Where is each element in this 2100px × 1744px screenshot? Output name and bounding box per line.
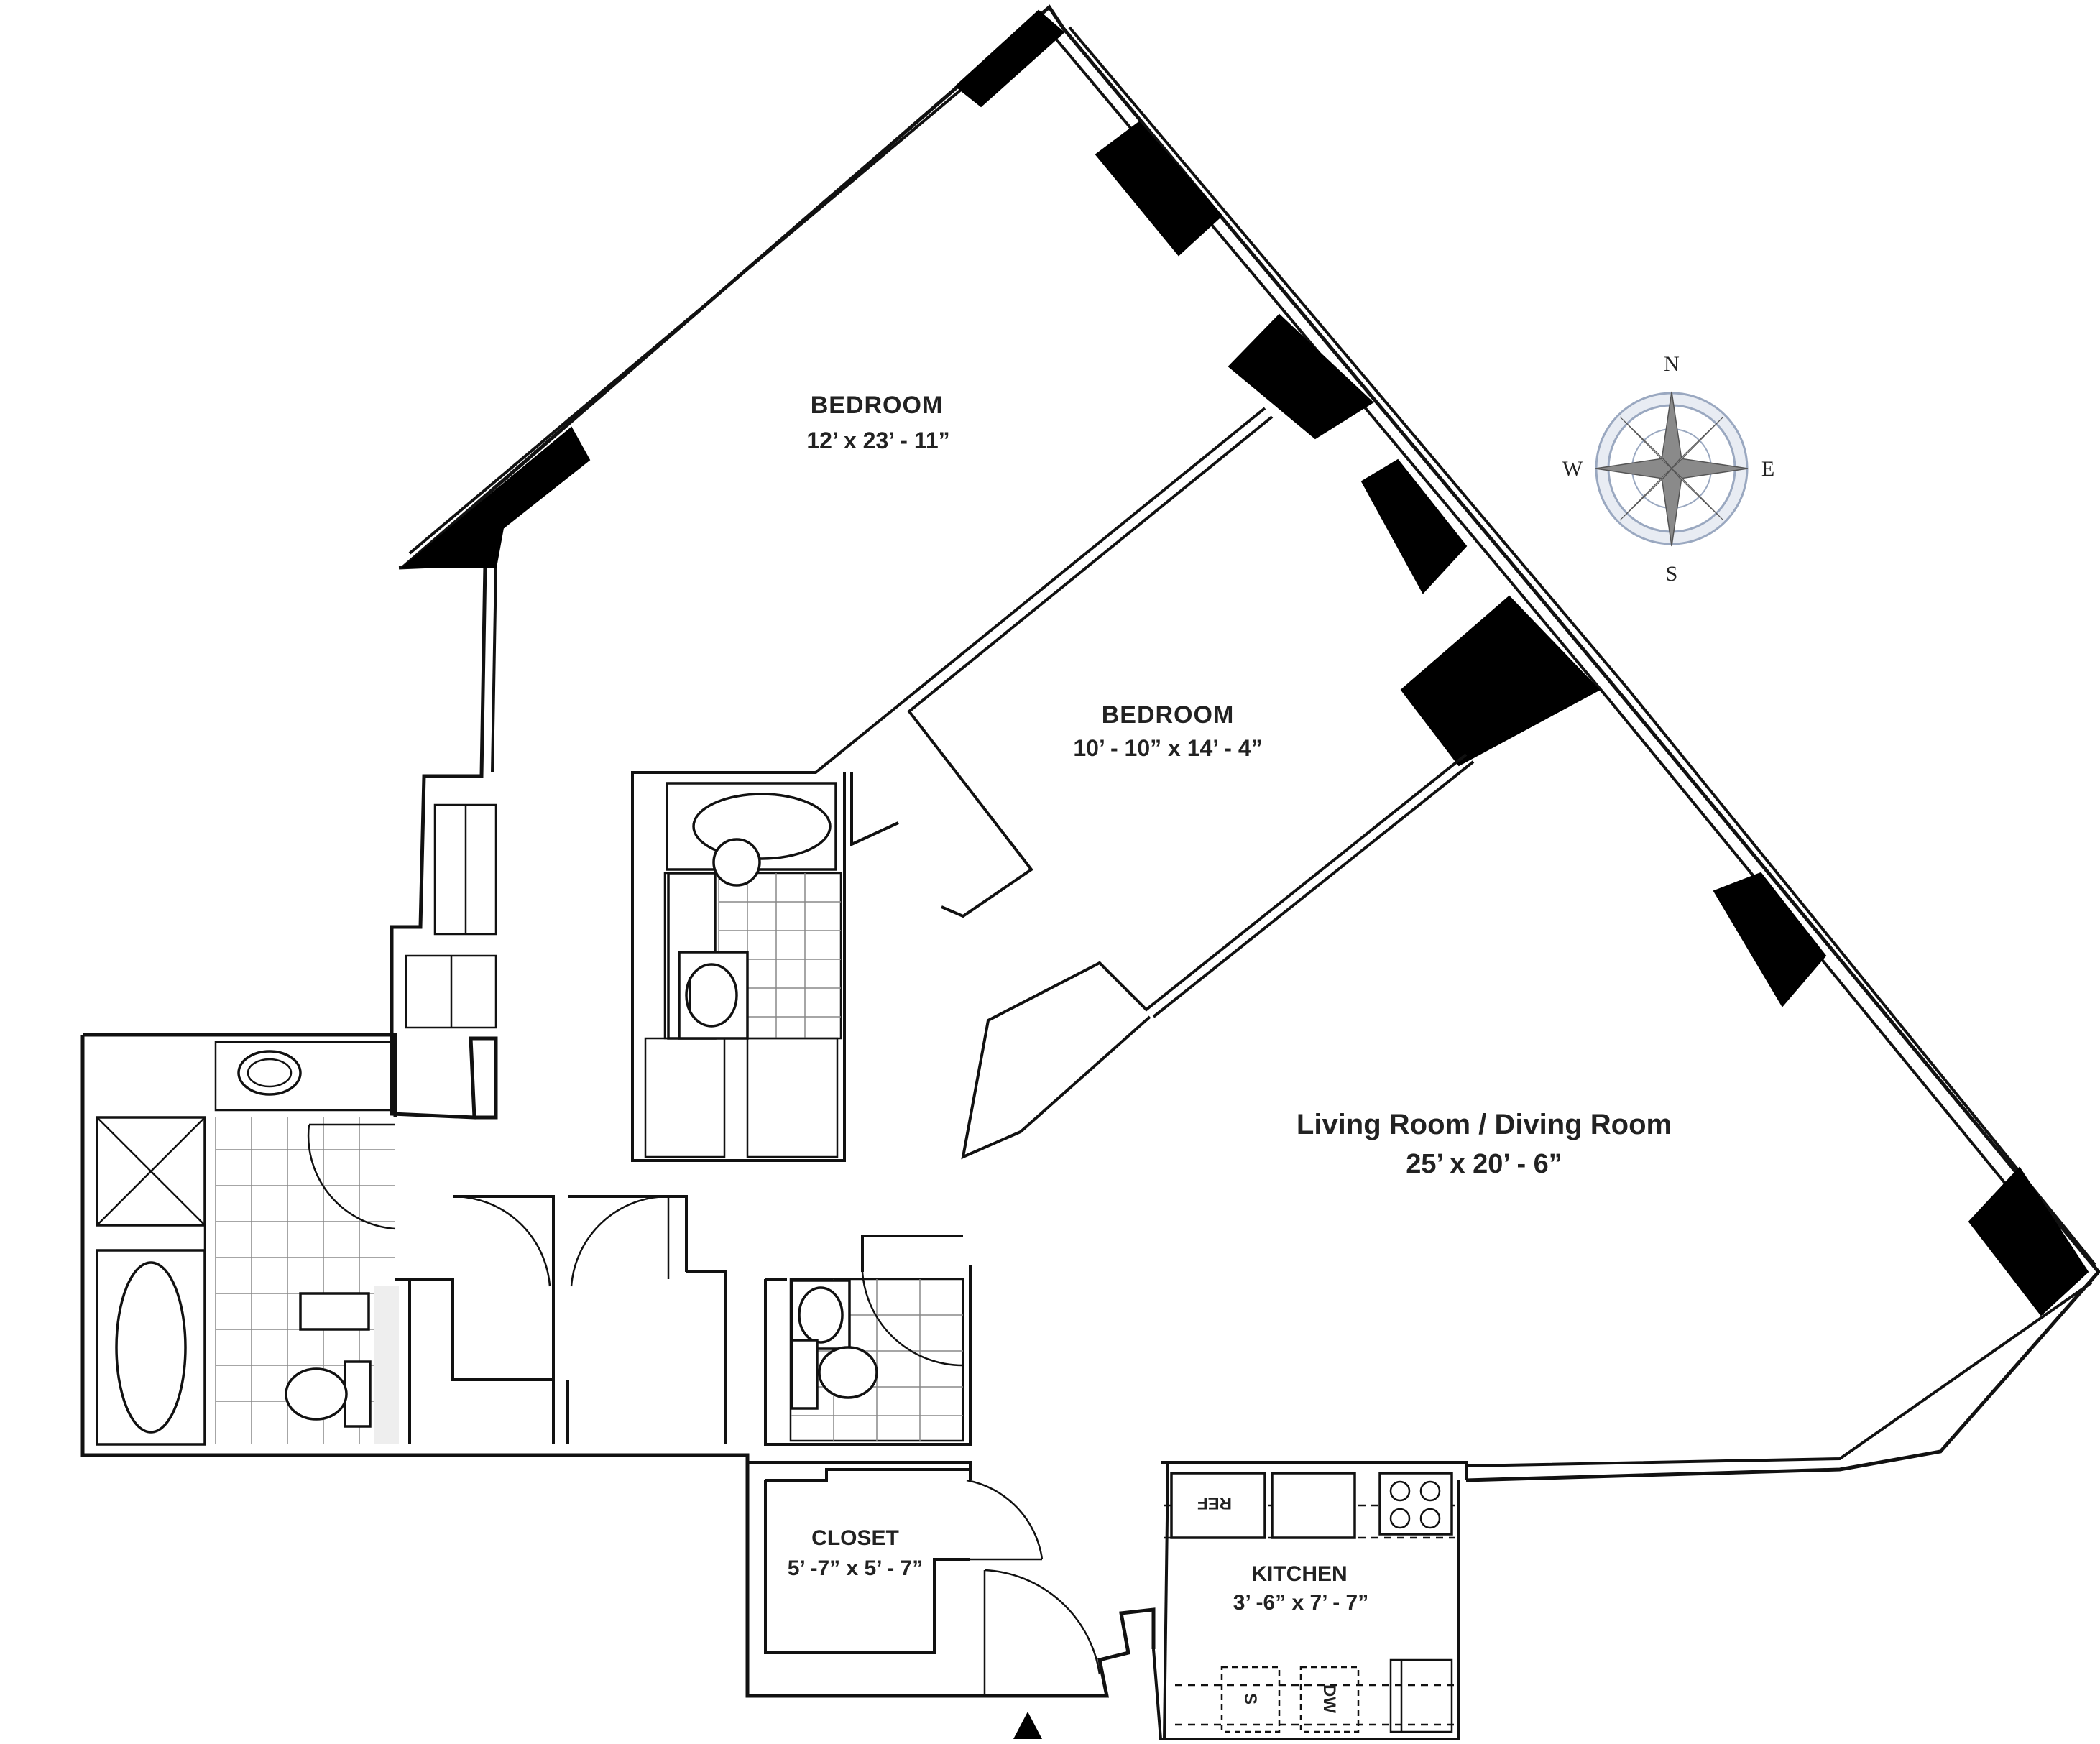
- living-room-dims: 25’ x 20’ - 6”: [1406, 1149, 1562, 1179]
- entry-marker-icon: [1013, 1712, 1042, 1739]
- bedroom-main-dims: 12’ x 23’ - 11”: [806, 428, 949, 453]
- structural-columns: [400, 9, 2089, 1316]
- compass-rose: N S E W: [1562, 352, 1774, 586]
- bathroom-left: [96, 1041, 399, 1446]
- door-swings: [307, 1123, 1101, 1696]
- kitchen-label: KITCHEN: [1251, 1562, 1347, 1586]
- interior-walls: [395, 407, 1475, 1654]
- living-room-label: Living Room / Diving Room: [1297, 1109, 1672, 1140]
- closet-label: CLOSET: [811, 1526, 899, 1550]
- compass-north: N: [1664, 352, 1680, 376]
- appliance-labels: REF DW S: [1197, 1493, 1339, 1713]
- kitchen-dims: 3’ -6” x 7’ - 7”: [1233, 1591, 1368, 1615]
- bedroom-main-label: BEDROOM: [811, 392, 944, 419]
- powder-room: [789, 1278, 964, 1442]
- bedroom-second-dims: 10’ - 10” x 14’ - 4”: [1073, 735, 1262, 761]
- dishwasher-label: DW: [1320, 1684, 1339, 1713]
- room-labels: BEDROOM 12’ x 23’ - 11” BEDROOM 10’ - 10…: [788, 392, 1672, 1615]
- outer-walls: [80, 4, 2100, 1740]
- refrigerator-label: REF: [1197, 1493, 1232, 1513]
- closet-dims: 5’ -7” x 5’ - 7”: [788, 1556, 923, 1580]
- compass-east: E: [1761, 457, 1774, 481]
- bedroom-closet-shelves: [405, 803, 497, 1029]
- washer-label: S: [1240, 1693, 1260, 1704]
- bathroom-center: [644, 782, 842, 1158]
- compass-west: W: [1562, 457, 1583, 481]
- compass-south: S: [1666, 562, 1678, 586]
- bedroom-second-label: BEDROOM: [1102, 701, 1235, 729]
- kitchen-fixtures: [1164, 1472, 1455, 1733]
